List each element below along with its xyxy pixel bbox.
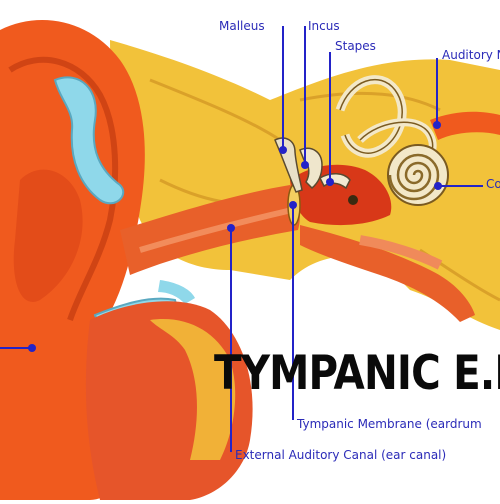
banner-title: TYMPANIC E.P <box>214 346 500 401</box>
auditory-nerve-label: Auditory N <box>442 48 500 62</box>
lower-tissue-yellow <box>150 319 236 460</box>
concha <box>13 169 83 302</box>
malleus-label: Malleus <box>219 19 265 33</box>
auditory-nerve <box>430 111 500 140</box>
tympanic-dot <box>289 201 297 209</box>
incus-label: Incus <box>308 19 340 33</box>
bone-texture <box>149 78 500 302</box>
auditory-nerve-dot <box>433 121 441 129</box>
cartilage-upper <box>53 76 125 205</box>
canal-dot <box>227 224 235 232</box>
cochlea-spiral <box>388 153 440 201</box>
stapes-dot <box>326 178 334 186</box>
cochlea-dot <box>434 182 442 190</box>
cartilage-mid <box>158 280 195 304</box>
stapes-label: Stapes <box>335 39 376 53</box>
lobe-dot <box>28 344 36 352</box>
leader-lines <box>0 26 483 452</box>
tympanic-membrane-label: Tympanic Membrane (eardrum <box>297 417 482 431</box>
external-canal-label: External Auditory Canal (ear canal) <box>235 448 447 462</box>
incus-dot <box>301 161 309 169</box>
cochlea-label: Co <box>486 177 500 191</box>
ossicle-joint <box>348 195 358 205</box>
eustachian-inner <box>359 235 443 270</box>
malleus-dot <box>279 146 287 154</box>
leader-dots <box>28 121 442 352</box>
eustachian-tube <box>300 225 475 322</box>
auricle-rim <box>8 56 119 321</box>
ear-canal-shade <box>139 207 293 253</box>
